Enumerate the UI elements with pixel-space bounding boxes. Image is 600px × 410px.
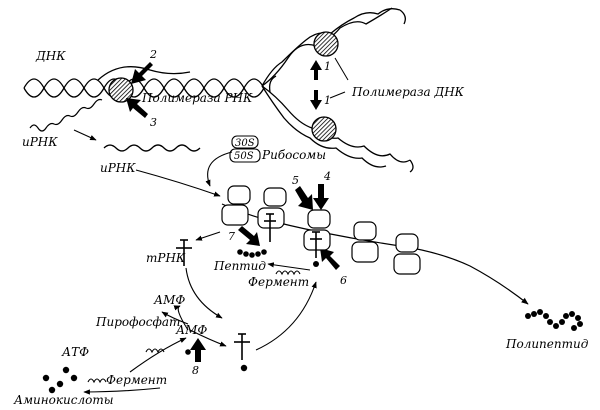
step-arrow-7: [238, 226, 260, 246]
pyrophosphate-label: Пирофосфат: [95, 315, 180, 329]
ribosome-30s-label: 30S: [235, 138, 255, 149]
dna-polymerase-label: Полимераза ДНК: [351, 85, 465, 99]
ribosome-50s-label: 50S: [234, 151, 254, 162]
enzyme-coil-mid: [145, 348, 165, 354]
step-number-3: 3: [150, 116, 157, 129]
enzyme-lower-label: Фермент: [106, 373, 167, 387]
polypeptide-label: Полипептид: [505, 337, 589, 351]
step-arrow-3: [126, 98, 148, 118]
polypeptide-chain: [525, 309, 583, 331]
step-arrow-1a: [310, 60, 322, 80]
trna-free-bottom: [234, 333, 250, 360]
amino-acid-dots: [42, 261, 319, 394]
dna-polymerase-guide: [334, 57, 349, 81]
trna-label: тРНК: [146, 251, 186, 265]
mrna-strand-left: [29, 98, 103, 132]
trna-icons: [176, 213, 322, 360]
amp-upper-label: АМФ: [153, 293, 185, 307]
step-number-6: 6: [340, 274, 347, 287]
trna-free-left: [176, 239, 192, 266]
step-number-1b: 1: [324, 94, 331, 107]
dna-polymerase-pointer: [329, 91, 346, 99]
step-number-4: 4: [323, 170, 331, 183]
polysome-ribosomes: [221, 185, 421, 275]
ribosomes-label: Рибосомы: [261, 148, 326, 162]
dna-label: ДНК: [35, 49, 66, 63]
rna-polymerase-label: Полимераза РНК: [141, 91, 253, 105]
step-number-2: 2: [149, 48, 157, 61]
step-arrow-8: [190, 338, 206, 362]
step-arrow-1b: [310, 90, 322, 110]
step-number-5: 5: [292, 174, 299, 187]
dna-helix-left: [23, 66, 265, 98]
dna-polymerase-upper-icon: [313, 31, 339, 57]
enzyme-coil-lower: [87, 378, 107, 384]
atp-label: АТФ: [61, 345, 89, 359]
ribosome-recycle-arrow: [205, 151, 233, 187]
trna-in-ribosome-1: [264, 213, 276, 242]
step-number-1a: 1: [324, 60, 331, 73]
amp-lower-label: АМФ: [175, 323, 207, 337]
mrna-left-label: иРНК: [22, 135, 58, 149]
step-arrow-5: [295, 186, 313, 210]
step-number-8: 8: [192, 364, 199, 377]
rna-polymerase-icon: [108, 77, 134, 103]
mrna-center-label: иРНК: [100, 161, 136, 175]
enzyme-upper-label: Фермент: [248, 275, 309, 289]
dna-polymerase-lower-icon: [311, 116, 337, 142]
amino-acids-label: Аминокислоты: [13, 393, 114, 407]
trna-in-ribosome-2: [310, 231, 322, 258]
mrna-transfer-arrow: [73, 129, 97, 141]
mrna-strand-center: [103, 144, 201, 152]
step-arrow-2: [131, 62, 153, 84]
cycle-arrows: [83, 231, 317, 395]
free-ribosome-icon: [229, 135, 261, 163]
enzyme-coil-upper: [275, 270, 301, 276]
step-arrow-6: [320, 248, 340, 270]
peptide-chain: [237, 249, 267, 258]
peptide-label: Пептид: [213, 259, 266, 273]
step-arrow-4: [313, 184, 329, 210]
step-arrows: [126, 60, 340, 362]
mrna-to-ribosome-arrow: [135, 169, 221, 197]
step-number-7: 7: [228, 230, 235, 243]
